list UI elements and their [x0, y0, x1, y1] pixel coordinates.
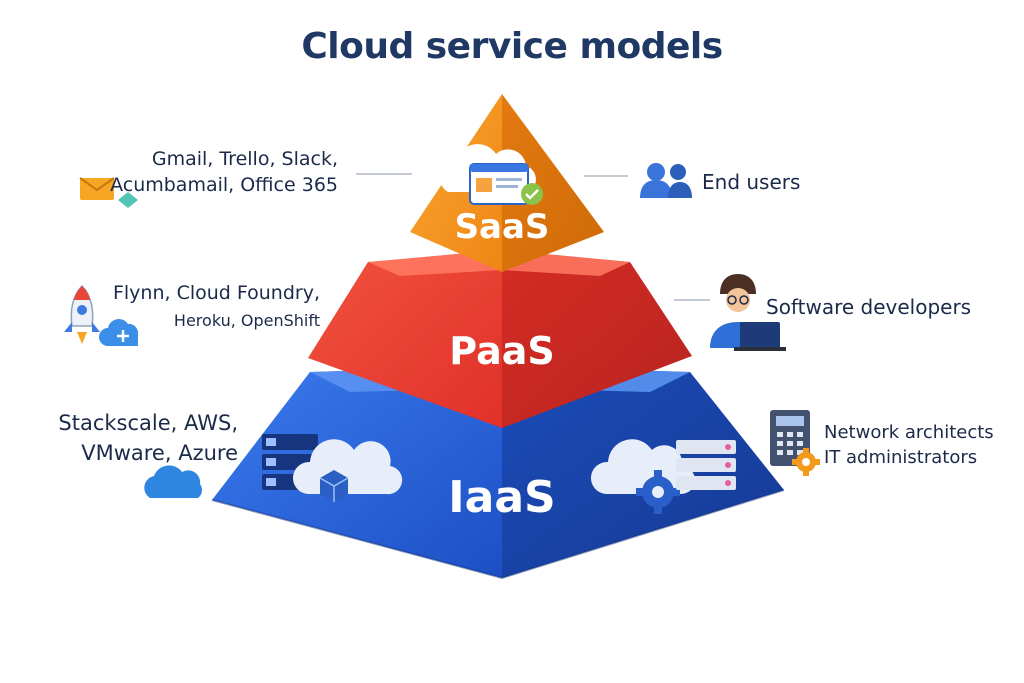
iaas-audience: Network architects IT administrators [824, 420, 994, 470]
server-rack-icon [262, 434, 318, 490]
phone-system-icon [770, 410, 810, 466]
rocket-icon [64, 284, 100, 344]
iaas-examples-line1: Stackscale, AWS, [58, 411, 238, 435]
saas-examples-line2: Acumbamail, Office 365 [110, 174, 338, 196]
iaas-examples-line2: VMware, Azure [81, 441, 238, 465]
developer-icon [710, 274, 786, 351]
paas-label: PaaS [449, 329, 554, 373]
cloud-add-icon [99, 319, 139, 346]
iaas-examples: Stackscale, AWS, VMware, Azure [58, 408, 238, 468]
paas-examples-line1: Flynn, Cloud Foundry, [112, 282, 320, 304]
iaas-audience-line1: Network architects [824, 422, 994, 443]
cloud-container-icon [292, 439, 403, 502]
cloud-gear-icon [590, 439, 696, 514]
saas-audience: End users [702, 170, 801, 194]
gear-icon [792, 448, 820, 476]
paas-audience: Software developers [766, 295, 972, 319]
paas-examples: Flynn, Cloud Foundry, Heroku, OpenShift [113, 280, 320, 334]
saas-cloud-app-icon [439, 144, 543, 205]
server-stack-icon [676, 440, 736, 490]
cloud-icon [144, 465, 203, 498]
diagram-title: Cloud service models [301, 26, 723, 67]
envelope-icon [79, 177, 138, 208]
saas-label: SaaS [455, 207, 550, 247]
saas-examples: Gmail, Trello, Slack, Acumbamail, Office… [110, 146, 338, 198]
paas-examples-line2: Heroku, OpenShift [173, 311, 320, 330]
saas-examples-line1: Gmail, Trello, Slack, [151, 148, 338, 170]
iaas-audience-line2: IT administrators [824, 447, 978, 468]
users-icon [640, 163, 692, 198]
iaas-label: IaaS [448, 472, 555, 523]
